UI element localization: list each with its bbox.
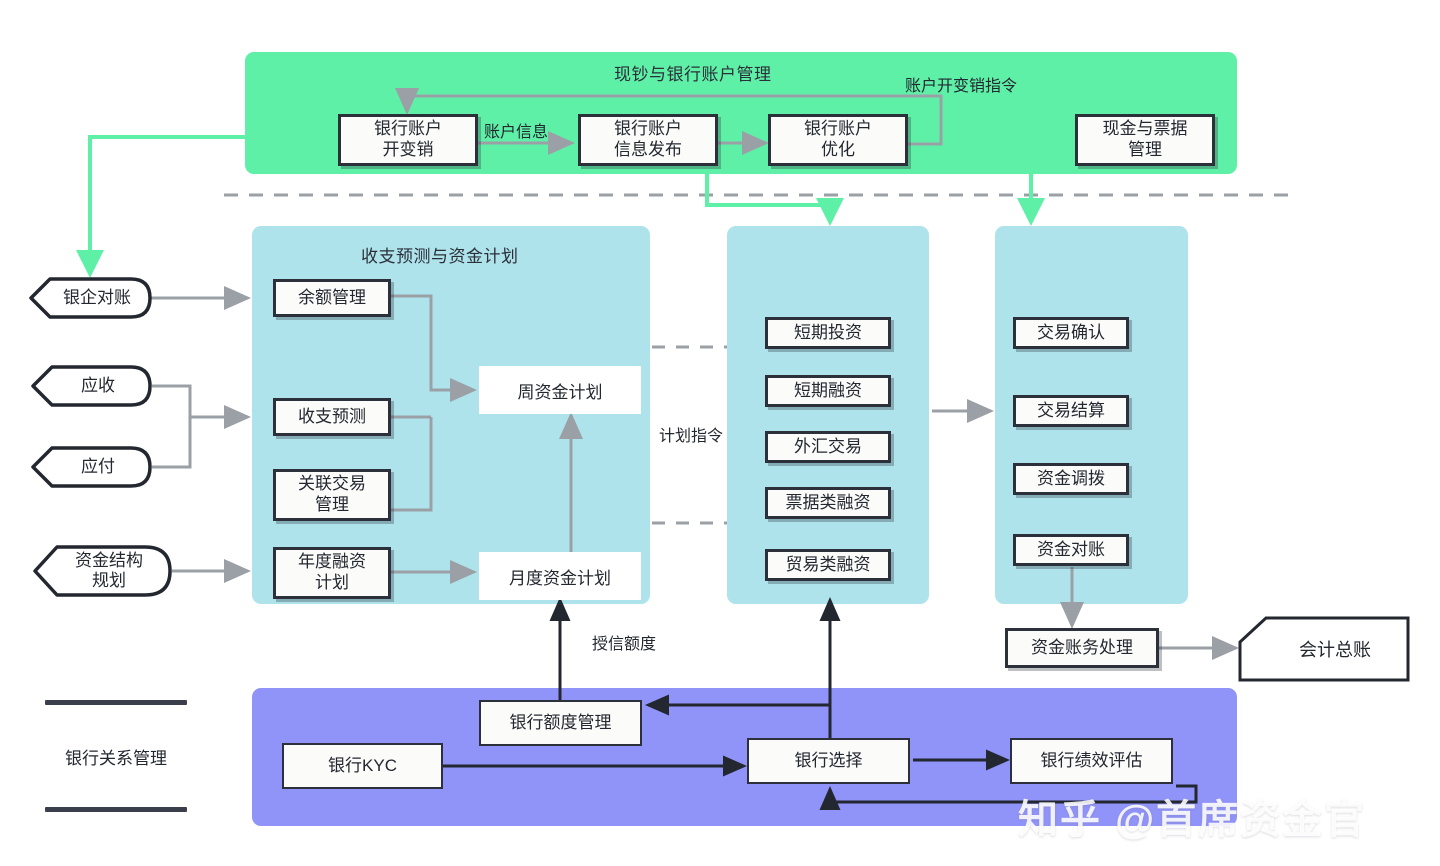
label-account-info: 账户信息 xyxy=(484,124,549,141)
box-annual-financing-plan[interactable]: 年度融资 计划 xyxy=(273,547,391,599)
box-label: 银行额度管理 xyxy=(509,712,612,732)
hexagon-shape xyxy=(33,545,172,597)
box-label: 银行账户 优化 xyxy=(804,119,872,159)
box-label: 收支预测 xyxy=(298,406,366,426)
box-label: 会计总账 xyxy=(1299,640,1371,660)
label-account-open-close-instruction: 账户开变销指令 xyxy=(905,78,1018,95)
box-label: 银行KYC xyxy=(328,755,397,775)
box-bank-account-open-close[interactable]: 银行账户 开变销 xyxy=(338,114,478,166)
box-bank-credit-limit-management[interactable]: 银行额度管理 xyxy=(479,700,642,746)
box-label: 月度资金计划 xyxy=(509,568,611,588)
box-label: 关联交易 管理 xyxy=(298,474,366,514)
watermark: 知乎 @首席资金官 xyxy=(1018,798,1367,842)
hexagon-shape xyxy=(31,365,152,407)
input-label: 应付 xyxy=(81,456,115,476)
box-label: 银行选择 xyxy=(794,750,863,770)
box-transaction-settlement[interactable]: 交易结算 xyxy=(1013,395,1129,427)
input-accounts-payable[interactable]: 应付 xyxy=(30,446,152,488)
box-label: 资金调拨 xyxy=(1037,468,1105,488)
box-transaction-confirmation[interactable]: 交易确认 xyxy=(1013,317,1129,349)
box-related-party-transaction-management[interactable]: 关联交易 管理 xyxy=(273,469,391,521)
box-monthly-funding-plan[interactable]: 月度资金计划 xyxy=(479,552,641,600)
label-plan-instruction: 计划指令 xyxy=(659,428,724,445)
banner-rule-bottom xyxy=(45,807,187,812)
box-label: 银行账户 信息发布 xyxy=(614,119,682,159)
box-bank-selection[interactable]: 银行选择 xyxy=(747,738,910,784)
box-label: 交易确认 xyxy=(1037,322,1105,342)
hexagon-shape xyxy=(31,446,152,488)
box-bank-performance-evaluation[interactable]: 银行绩效评估 xyxy=(1010,738,1173,784)
input-bank-enterprise-reconciliation[interactable]: 银企对账 xyxy=(28,277,152,319)
input-accounts-receivable[interactable]: 应收 xyxy=(30,365,152,407)
box-bank-kyc[interactable]: 银行KYC xyxy=(282,743,443,789)
box-trade-financing[interactable]: 贸易类融资 xyxy=(765,549,891,581)
banner-bank-relationship-management: 银行关系管理 xyxy=(45,700,187,812)
label-credit-line: 授信额度 xyxy=(592,636,657,653)
box-funds-reconciliation[interactable]: 资金对账 xyxy=(1013,534,1129,566)
box-funds-transfer[interactable]: 资金调拨 xyxy=(1013,463,1129,495)
box-label: 资金账务处理 xyxy=(1031,637,1133,657)
box-label: 周资金计划 xyxy=(517,382,603,402)
box-general-ledger[interactable]: 会计总账 xyxy=(1238,616,1410,682)
box-treasury-accounting-processing[interactable]: 资金账务处理 xyxy=(1005,628,1159,668)
box-label: 票据类融资 xyxy=(785,492,871,512)
box-label: 资金对账 xyxy=(1037,539,1105,559)
box-label: 贸易类融资 xyxy=(785,554,871,574)
box-label: 短期融资 xyxy=(794,380,862,400)
input-label: 银企对账 xyxy=(63,287,131,307)
box-fx-trading[interactable]: 外汇交易 xyxy=(765,431,891,463)
box-weekly-funding-plan[interactable]: 周资金计划 xyxy=(479,366,641,414)
box-label: 银行账户 开变销 xyxy=(374,119,442,159)
band-title-cash-bank-account-management: 现钞与银行账户管理 xyxy=(614,65,772,84)
hexagon-shape xyxy=(29,277,152,319)
box-cashflow-forecast[interactable]: 收支预测 xyxy=(273,398,391,436)
box-label: 年度融资 计划 xyxy=(298,552,366,592)
box-label: 短期投资 xyxy=(794,322,862,342)
box-label: 外汇交易 xyxy=(794,436,862,456)
band-title-cashflow-forecast-funding-plan: 收支预测与资金计划 xyxy=(361,247,519,266)
input-label: 应收 xyxy=(81,375,115,395)
box-label: 银行绩效评估 xyxy=(1040,750,1143,770)
banner-rule-top xyxy=(45,700,187,705)
banner-label: 银行关系管理 xyxy=(65,748,167,768)
box-cash-and-notes-management[interactable]: 现金与票据 管理 xyxy=(1075,114,1215,166)
box-note-based-financing[interactable]: 票据类融资 xyxy=(765,487,891,519)
box-bank-account-optimization[interactable]: 银行账户 优化 xyxy=(768,114,908,166)
cut-corner-shape xyxy=(1238,616,1410,682)
box-short-term-investment[interactable]: 短期投资 xyxy=(765,317,891,349)
input-capital-structure-planning[interactable]: 资金结构 规划 xyxy=(32,545,172,597)
box-bank-account-info-publish[interactable]: 银行账户 信息发布 xyxy=(578,114,718,166)
box-balance-management[interactable]: 余额管理 xyxy=(273,279,391,317)
box-label: 余额管理 xyxy=(298,287,366,307)
band-investment-financing xyxy=(727,226,929,604)
input-label: 资金结构 规划 xyxy=(75,550,143,590)
box-short-term-financing[interactable]: 短期融资 xyxy=(765,375,891,407)
box-label: 交易结算 xyxy=(1037,400,1105,420)
box-label: 现金与票据 管理 xyxy=(1102,119,1188,159)
